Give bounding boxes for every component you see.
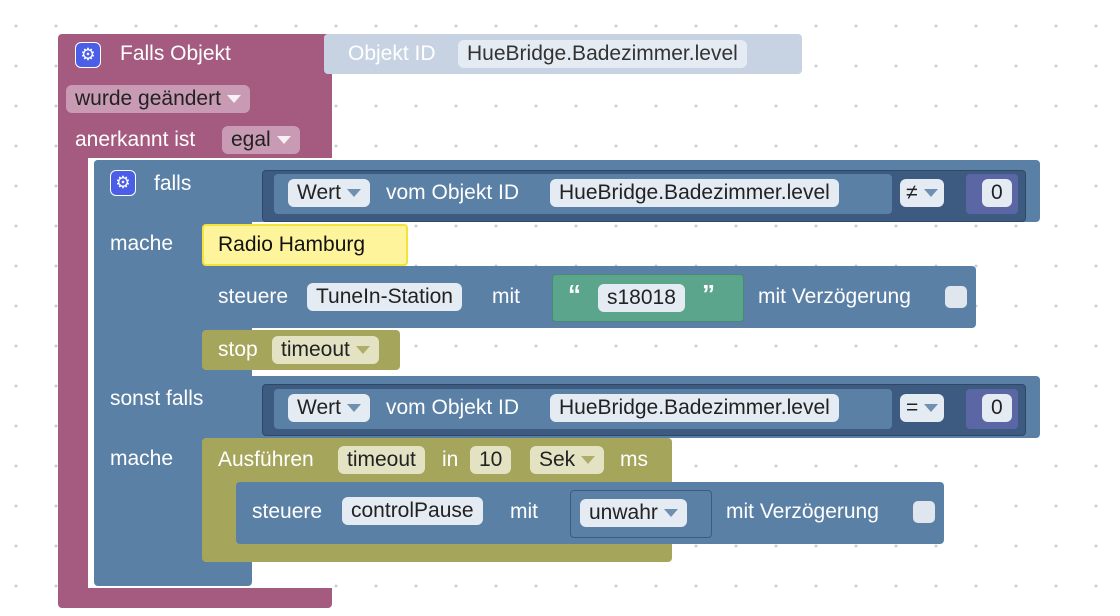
value-dropdown-1-text: Wert xyxy=(297,181,341,204)
value-dropdown-1[interactable]: Wert xyxy=(288,179,370,207)
chevron-down-icon xyxy=(276,136,291,145)
chevron-down-icon xyxy=(923,189,938,198)
unit-dropdown[interactable]: Sek xyxy=(530,446,605,474)
object-id-label: Objekt ID xyxy=(348,42,436,65)
chevron-down-icon xyxy=(581,456,596,465)
ack-dropdown[interactable]: egal xyxy=(222,126,300,154)
operator-dropdown-2[interactable]: = xyxy=(900,394,945,422)
delay-label-1: mit Verzögerung xyxy=(758,285,911,308)
from-object-label-2: vom Objekt ID xyxy=(386,396,520,419)
quote-close-icon: ” xyxy=(702,279,715,309)
delay-value[interactable]: 10 xyxy=(470,446,512,474)
stop-label: stop xyxy=(218,338,258,361)
chevron-down-icon xyxy=(346,404,361,413)
delay-label-2: mit Verzögerung xyxy=(726,500,879,523)
value-dropdown-2[interactable]: Wert xyxy=(288,394,370,422)
chevron-down-icon xyxy=(346,189,361,198)
with-label-2: mit xyxy=(510,500,538,523)
control-target-1[interactable]: TuneIn-Station xyxy=(307,283,462,311)
in-label: in xyxy=(442,448,459,471)
if-label: falls xyxy=(154,172,192,195)
delay-checkbox-2[interactable] xyxy=(913,501,935,523)
chevron-down-icon xyxy=(226,95,241,104)
gear-icon[interactable]: ⚙ xyxy=(75,42,101,68)
string-value[interactable]: s18018 xyxy=(598,284,685,312)
control-label-1: steuere xyxy=(218,285,289,308)
bool-dropdown-text: unwahr xyxy=(589,501,658,524)
comment-block[interactable] xyxy=(202,224,408,266)
operator-dropdown-2-text: = xyxy=(906,396,919,419)
value-dropdown-2-text: Wert xyxy=(297,396,341,419)
with-label-1: mit xyxy=(492,285,520,308)
do2-label: mache xyxy=(110,447,174,470)
number-pill-2[interactable]: 0 xyxy=(982,394,1012,422)
event-block-bottom-bar xyxy=(58,588,332,608)
object-id-value[interactable]: HueBridge.Badezimmer.level xyxy=(458,40,747,68)
trigger-title: Falls Objekt xyxy=(120,42,231,65)
comment-text: Radio Hamburg xyxy=(218,233,366,256)
number-pill-1[interactable]: 0 xyxy=(982,179,1012,207)
exec-label: Ausführen xyxy=(218,448,314,471)
quote-open-icon: “ xyxy=(568,279,581,309)
operator-dropdown-1-text: ≠ xyxy=(906,181,918,204)
chevron-down-icon xyxy=(663,509,678,518)
ack-dropdown-value: egal xyxy=(231,128,271,151)
operator-dropdown-1[interactable]: ≠ xyxy=(900,179,944,207)
ack-label: anerkannt ist xyxy=(75,128,196,151)
bool-dropdown[interactable]: unwahr xyxy=(580,499,687,527)
changed-dropdown[interactable]: wurde geändert xyxy=(66,85,250,113)
delay-checkbox-1[interactable] xyxy=(945,286,967,308)
object-id-pill-2[interactable]: HueBridge.Badezimmer.level xyxy=(550,394,839,422)
stop-dropdown[interactable]: timeout xyxy=(272,336,379,364)
elseif-label: sonst falls xyxy=(110,387,204,410)
timeout-name[interactable]: timeout xyxy=(338,446,425,474)
unit-dropdown-text: Sek xyxy=(539,448,576,471)
from-object-label-1: vom Objekt ID xyxy=(386,181,520,204)
object-id-pill-1[interactable]: HueBridge.Badezimmer.level xyxy=(550,179,839,207)
chevron-down-icon xyxy=(924,404,939,413)
stop-dropdown-text: timeout xyxy=(281,338,350,361)
control-target-2[interactable]: controlPause xyxy=(342,497,483,525)
ms-label: ms xyxy=(620,448,648,471)
control-label-2: steuere xyxy=(252,500,323,523)
do-label: mache xyxy=(110,232,174,255)
changed-dropdown-value: wurde geändert xyxy=(75,87,221,110)
gear-icon[interactable]: ⚙ xyxy=(110,170,136,196)
chevron-down-icon xyxy=(355,346,370,355)
